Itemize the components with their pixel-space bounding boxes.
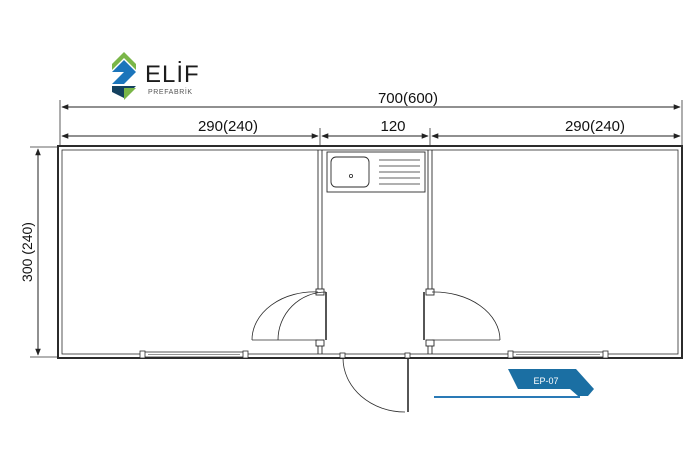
- plan-code-label: EP-07: [533, 376, 558, 386]
- brand-name: ELİF: [145, 61, 200, 88]
- dimension-right-label: 290(240): [565, 118, 625, 135]
- window-icon-right: [507, 350, 609, 359]
- door-swing-icon: [251, 291, 327, 341]
- window-icon: [139, 350, 249, 359]
- dimension-total-label: 700(600): [378, 90, 438, 107]
- dimension-total: 700(600): [59, 90, 683, 145]
- outer-walls: [57, 145, 683, 359]
- dimension-height-label: 300 (240): [19, 222, 35, 282]
- door-swing-icon-right: [423, 291, 501, 341]
- dimension-segments: 290(240) 120 290(240): [61, 118, 681, 145]
- sink-icon: [326, 151, 426, 193]
- dimension-middle-label: 120: [380, 118, 405, 135]
- dimension-left-label: 290(240): [198, 118, 258, 135]
- partition-walls: [315, 150, 435, 354]
- brand-logo: ELİF PREFABRİK: [112, 52, 200, 100]
- dimension-height: 300 (240): [19, 146, 58, 358]
- logo-icon: [112, 52, 136, 100]
- brand-subtitle: PREFABRİK: [148, 87, 193, 96]
- entrance-door-icon: [339, 352, 411, 413]
- plan-code-badge: EP-07: [434, 369, 594, 398]
